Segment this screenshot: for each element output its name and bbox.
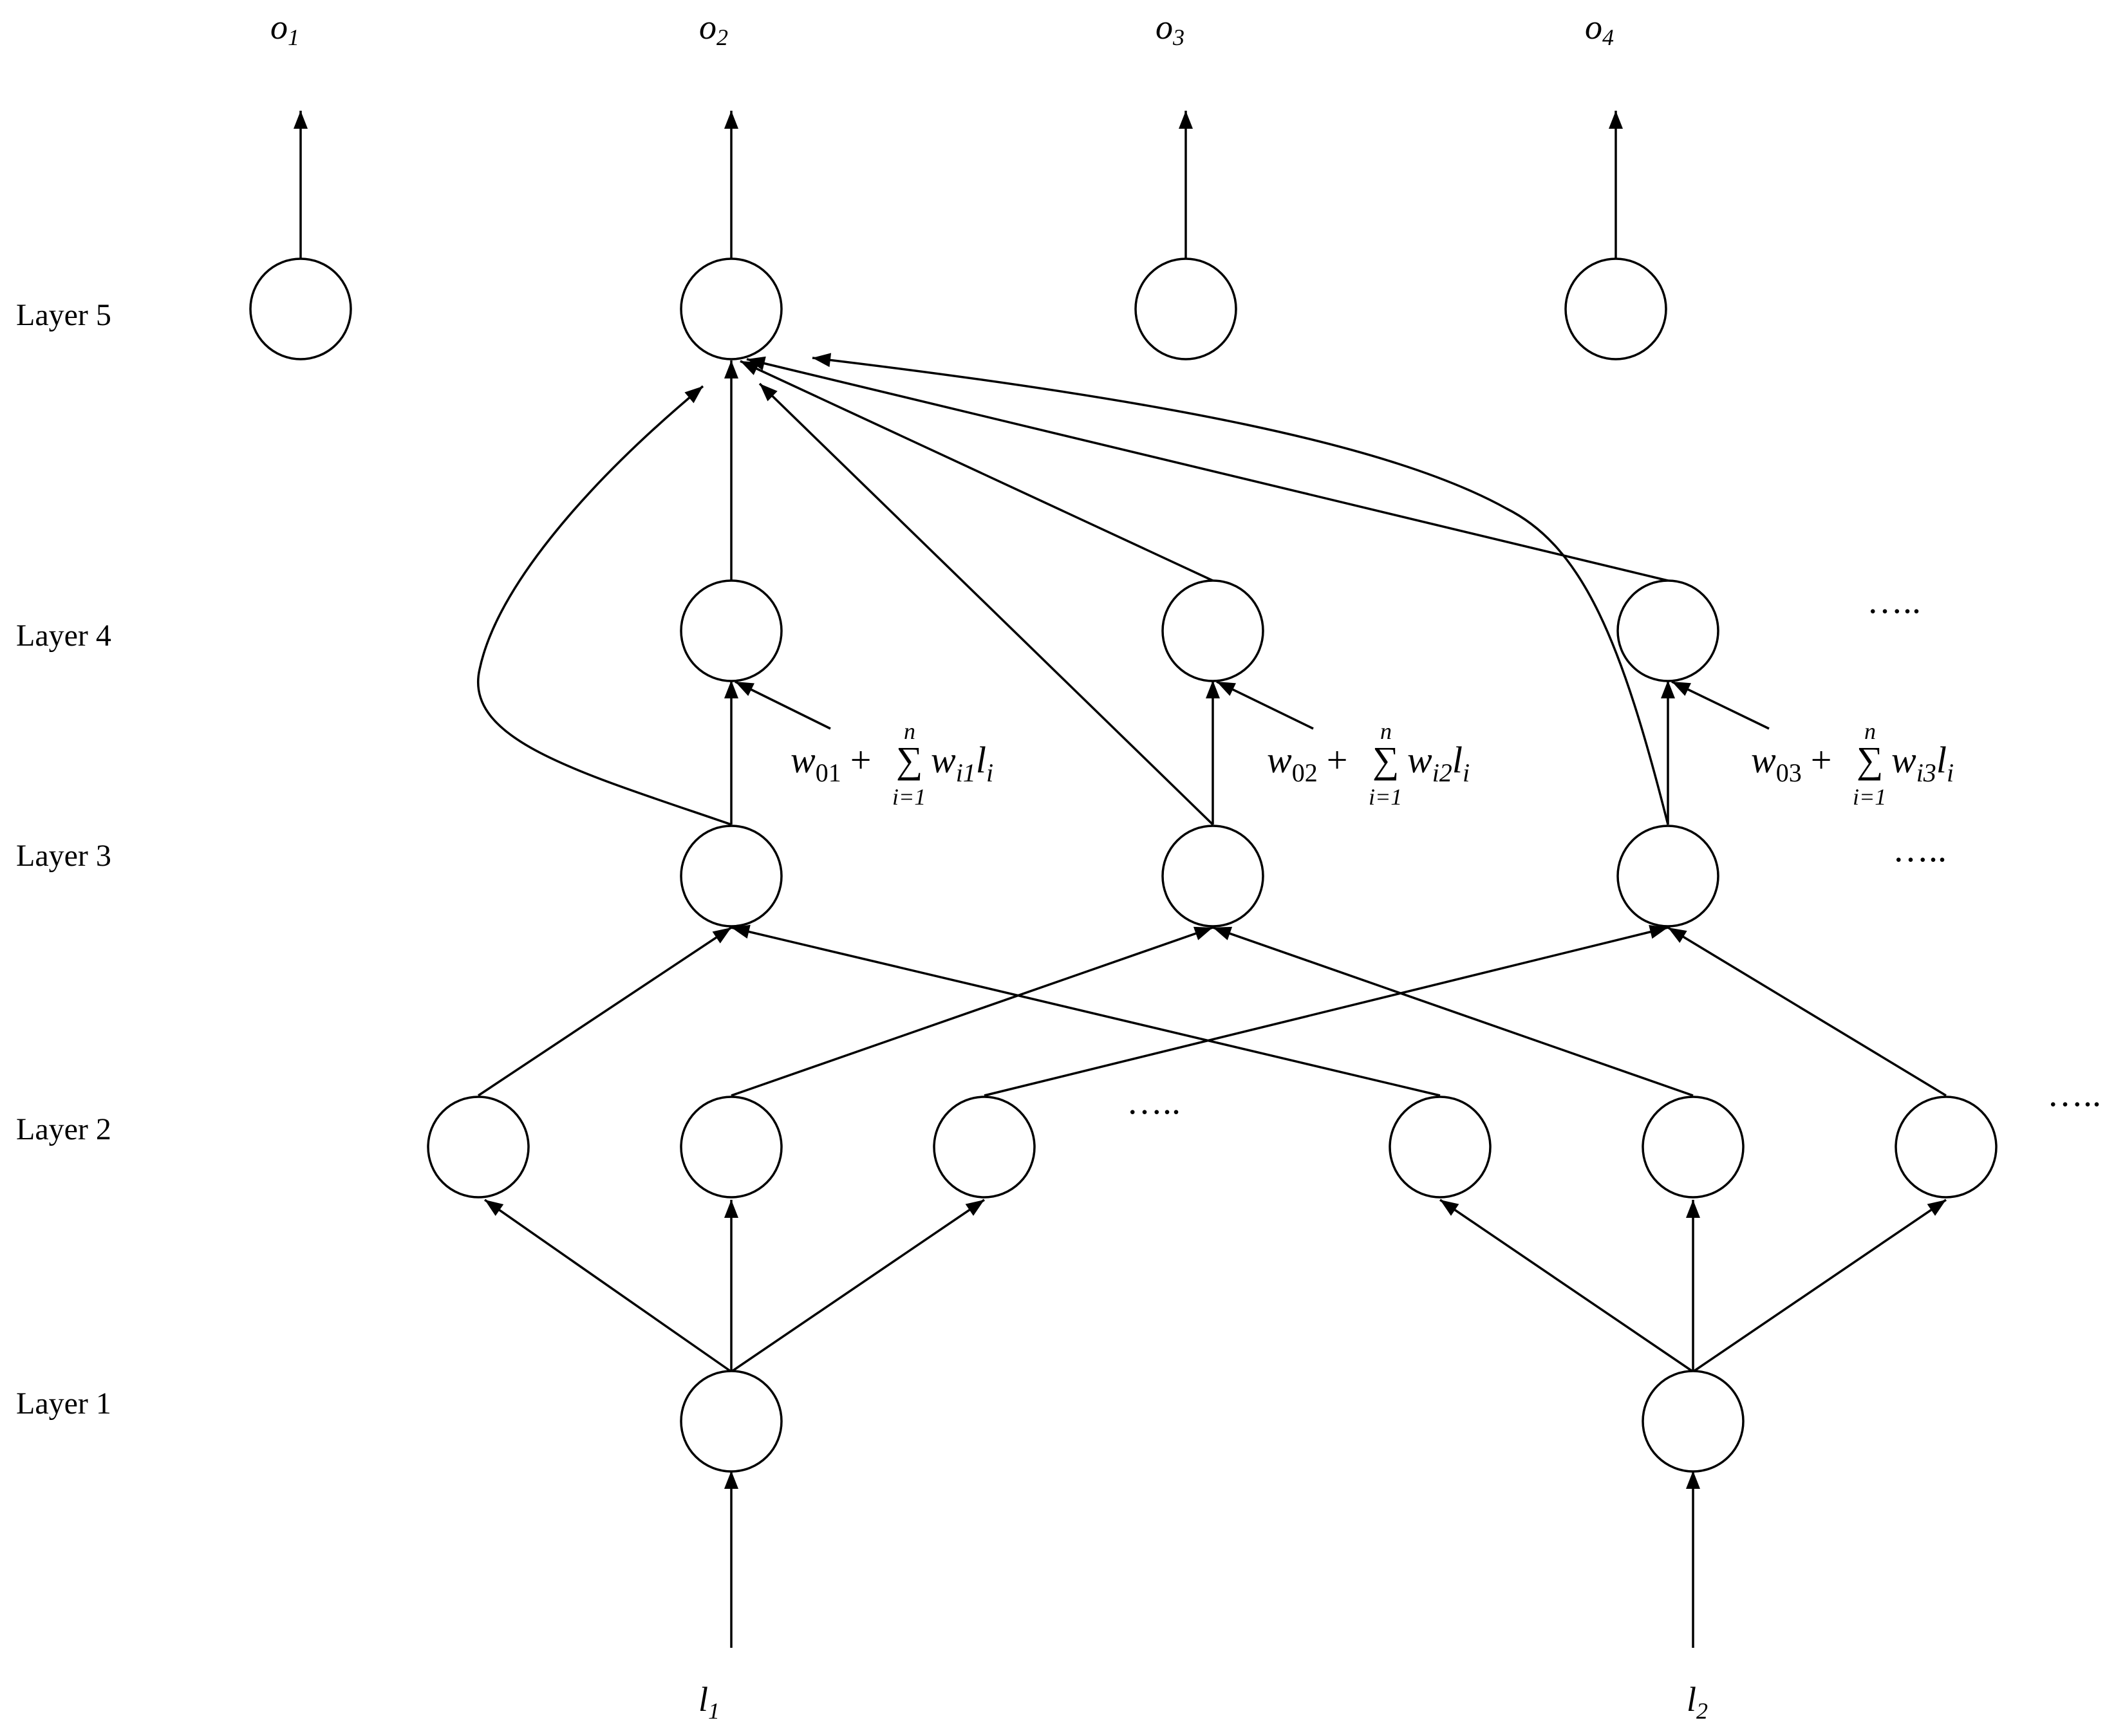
node-l2-6: [1895, 1096, 1998, 1199]
output-o1-label: o1: [270, 8, 299, 50]
layer5-label: Layer 5: [16, 298, 111, 332]
equation-2-sum: ∑: [1372, 739, 1399, 781]
equation-1-lower: i=1: [892, 784, 926, 810]
layer4-nodes: [680, 579, 1719, 682]
node-l1-2: [1642, 1370, 1745, 1473]
layer-labels: Layer 5 Layer 4 Layer 3 Layer 2 Layer 1: [16, 298, 111, 1421]
equation-2-term: wi2li: [1407, 739, 1470, 787]
equation-3-term: wi3li: [1891, 739, 1954, 787]
node-l4-1: [680, 579, 783, 682]
ellipsis-layer4: …..: [1867, 581, 1921, 621]
equation-1-sum: ∑: [896, 739, 922, 781]
input-labels: l1 l2: [698, 1680, 1708, 1724]
edge-skip-l3b-l5b: [758, 382, 1214, 826]
equation-3-main: w03+: [1751, 739, 1831, 787]
equation-3-upper: n: [1864, 718, 1876, 744]
node-l2-4: [1389, 1096, 1492, 1199]
edges: [294, 111, 1947, 1648]
ellipses: ….. ….. ….. …..: [1127, 581, 2101, 1122]
edge-l1a-l2c: [731, 1199, 985, 1373]
output-labels: o1 o2 o3 o4: [270, 8, 1614, 50]
edge-eq1-pointer: [735, 680, 831, 730]
edge-l4b-l5b: [740, 360, 1213, 582]
edge-skip-l3c-l5b: [812, 353, 1669, 825]
node-l2-2: [680, 1096, 783, 1199]
output-o2-label: o2: [699, 8, 728, 50]
edge-l4c-l5b: [746, 356, 1669, 582]
node-l5-3: [1134, 257, 1237, 360]
output-o3-label: o3: [1156, 8, 1184, 50]
edge-l2d-l3a: [731, 924, 1441, 1097]
layer1-label: Layer 1: [16, 1386, 111, 1421]
node-l5-1: [249, 257, 352, 360]
equation-2: w02+ n ∑ i=1 wi2li: [1267, 718, 1470, 810]
ellipsis-layer3: …..: [1893, 830, 1947, 870]
layer4-label: Layer 4: [16, 619, 111, 653]
equation-1: w01+ n ∑ i=1 wi1li: [791, 718, 993, 810]
equation-1-upper: n: [904, 718, 915, 744]
node-l4-3: [1616, 579, 1719, 682]
ellipsis-layer2-right: …..: [2047, 1074, 2101, 1114]
equation-2-lower: i=1: [1369, 784, 1402, 810]
equation-1-term: wi1li: [931, 739, 993, 787]
layer2-label: Layer 2: [16, 1112, 111, 1146]
edge-l2b-l3b: [731, 926, 1213, 1097]
layer5-nodes: [249, 257, 1667, 360]
equation-2-upper: n: [1380, 718, 1392, 744]
edge-l2f-l3c: [1667, 926, 1947, 1097]
node-l3-1: [680, 825, 783, 928]
equation-3: w03+ n ∑ i=1 wi3li: [1751, 718, 1954, 810]
equation-3-lower: i=1: [1853, 784, 1886, 810]
edge-skip-l3a-l5b: [477, 385, 732, 826]
ellipsis-layer2-middle: …..: [1127, 1082, 1181, 1122]
layer2-nodes: [427, 1096, 1998, 1199]
node-l3-3: [1616, 825, 1719, 928]
edge-l2e-l3b: [1212, 926, 1694, 1097]
edge-l2c-l3c: [984, 925, 1669, 1097]
equation-2-main: w02+: [1267, 739, 1347, 787]
edge-eq2-pointer: [1216, 680, 1314, 730]
input-l2-label: l2: [1687, 1680, 1708, 1724]
node-l3-2: [1161, 825, 1264, 928]
node-l2-5: [1642, 1096, 1745, 1199]
layer3-label: Layer 3: [16, 839, 111, 873]
edge-l2a-l3a: [478, 926, 732, 1097]
layer3-nodes: [680, 825, 1719, 928]
node-l2-3: [933, 1096, 1036, 1199]
node-l2-1: [427, 1096, 530, 1199]
node-l1-1: [680, 1370, 783, 1473]
node-l5-4: [1564, 257, 1667, 360]
node-l4-2: [1161, 579, 1264, 682]
output-o4-label: o4: [1585, 8, 1614, 50]
edge-l1a-l2a: [483, 1199, 733, 1373]
equation-3-sum: ∑: [1857, 739, 1883, 781]
edge-eq3-pointer: [1671, 680, 1770, 730]
equation-1-main: w01+: [791, 739, 871, 787]
edge-l1b-l2d: [1439, 1199, 1694, 1373]
input-l1-label: l1: [698, 1680, 720, 1724]
node-l5-2: [680, 257, 783, 360]
edge-l1b-l2f: [1692, 1199, 1947, 1373]
layer1-nodes: [680, 1370, 1745, 1473]
